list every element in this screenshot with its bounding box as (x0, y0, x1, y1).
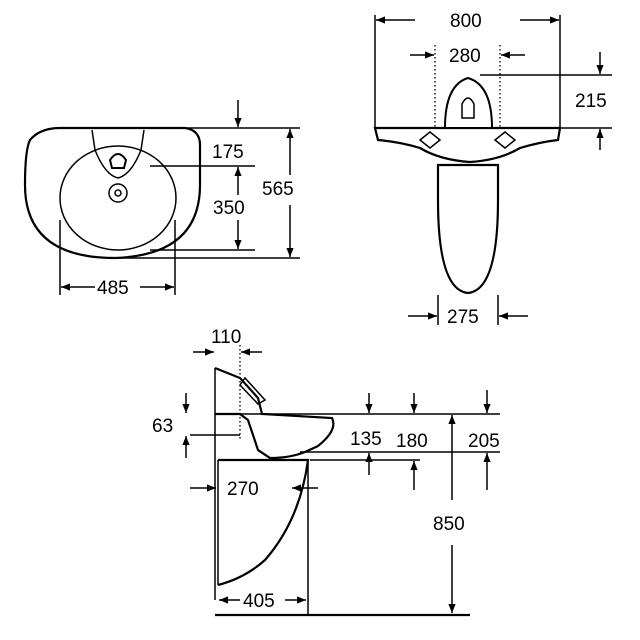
dim-180-label: 180 (396, 431, 428, 452)
dim-850-label: 850 (433, 514, 465, 535)
basin-outline-front (373, 126, 562, 164)
dim-800-label: 800 (450, 11, 482, 32)
drain-top (108, 183, 128, 203)
front-view: 800 280 215 275 (373, 11, 612, 328)
basin-outline-top (23, 126, 202, 260)
dim-175-label: 175 (212, 142, 244, 163)
pedestal-side (217, 458, 310, 587)
tap-top (108, 153, 128, 169)
tap-front (443, 76, 494, 129)
dim-135-label: 135 (350, 429, 382, 450)
dim-63-label: 63 (152, 416, 173, 437)
side-view: 110 63 135 180 205 850 270 405 (152, 327, 500, 617)
pedestal-front (436, 163, 500, 295)
dim-565-label: 565 (262, 179, 294, 200)
basin-outline-side (214, 366, 335, 460)
dim-275-label: 275 (447, 307, 479, 328)
dim-205-label: 205 (468, 431, 500, 452)
dim-270-label: 270 (227, 479, 259, 500)
dim-350-label: 350 (213, 198, 245, 219)
bowl-outline-top (59, 145, 177, 251)
dim-215-label: 215 (575, 91, 607, 112)
dim-485-label: 485 (97, 278, 129, 299)
dim-110-label: 110 (211, 327, 241, 348)
dim-280-label: 280 (449, 46, 481, 67)
top-view: 175 350 565 485 (23, 100, 300, 299)
tap-deck-top (91, 129, 145, 179)
dim-405-label: 405 (243, 591, 275, 612)
